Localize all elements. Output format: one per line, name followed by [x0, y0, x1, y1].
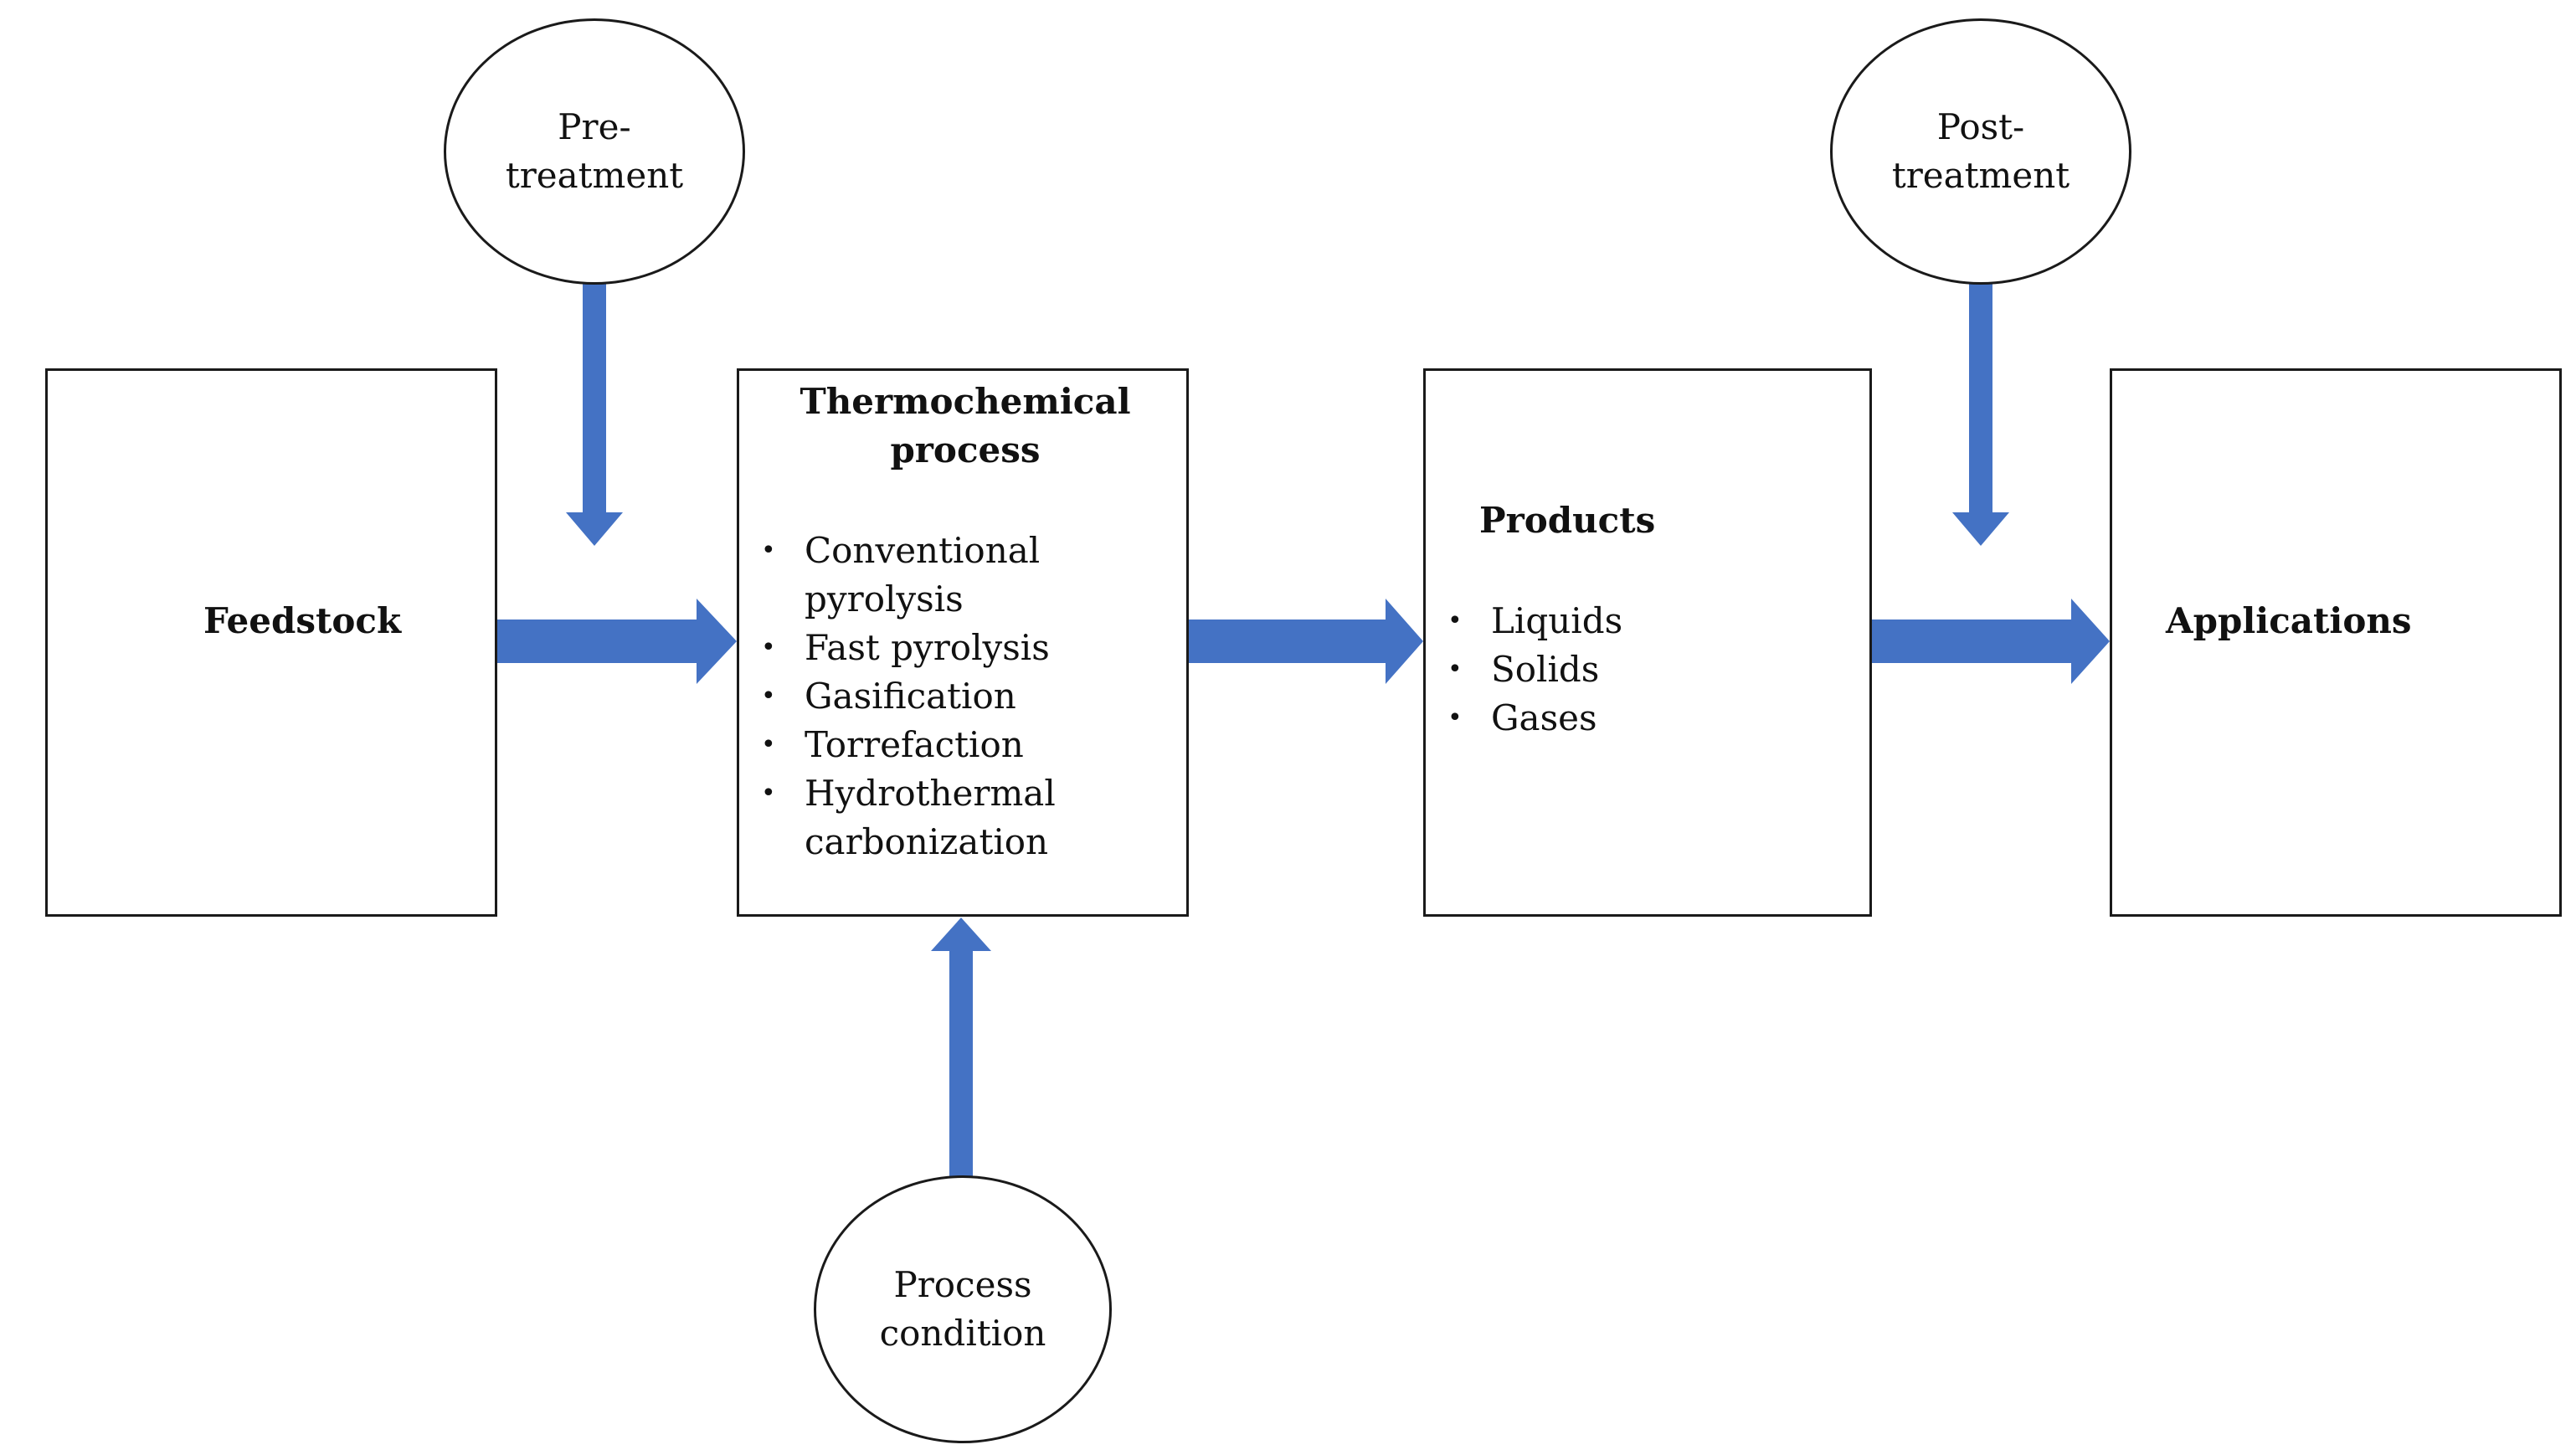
products-box: Products Liquids Solids Gases [1423, 368, 1872, 917]
process-condition-label: Process condition [879, 1264, 1046, 1354]
thermochemical-process-box: Thermochemical process Conventional pyro… [737, 368, 1189, 917]
pretreatment-label: Pre- treatment [505, 106, 684, 196]
list-item: Torrefaction [761, 721, 1180, 769]
process-list: Conventional pyrolysis Fast pyrolysis Ga… [761, 527, 1180, 866]
feedstock-box: Feedstock [45, 368, 497, 917]
list-item: Gasification [761, 672, 1180, 721]
list-item: Gases [1447, 694, 1849, 743]
arrow-process-to-products [1189, 599, 1423, 684]
list-item: Solids [1447, 645, 1849, 694]
arrow-posttreatment-down [1952, 283, 2009, 546]
applications-label: Applications [2166, 600, 2412, 641]
applications-box: Applications [2110, 368, 2562, 917]
products-title: Products [1479, 500, 1656, 541]
posttreatment-circle: Post- treatment [1830, 18, 2131, 285]
process-condition-circle: Process condition [814, 1175, 1112, 1443]
pretreatment-circle: Pre- treatment [444, 18, 745, 285]
list-item: Fast pyrolysis [761, 624, 1180, 672]
list-item: Conventional pyrolysis [761, 527, 1180, 624]
list-item: Liquids [1447, 597, 1849, 645]
arrow-pretreatment-down [566, 283, 623, 546]
feedstock-label: Feedstock [203, 600, 402, 641]
posttreatment-label: Post- treatment [1891, 106, 2070, 196]
arrow-products-to-applications [1872, 599, 2110, 684]
list-item: Hydrothermal carbonization [761, 769, 1180, 866]
products-list: Liquids Solids Gases [1447, 597, 1849, 743]
arrow-process-condition-up [931, 918, 991, 1177]
process-title: Thermochemical process [800, 381, 1131, 470]
arrow-feedstock-to-process [497, 599, 737, 684]
